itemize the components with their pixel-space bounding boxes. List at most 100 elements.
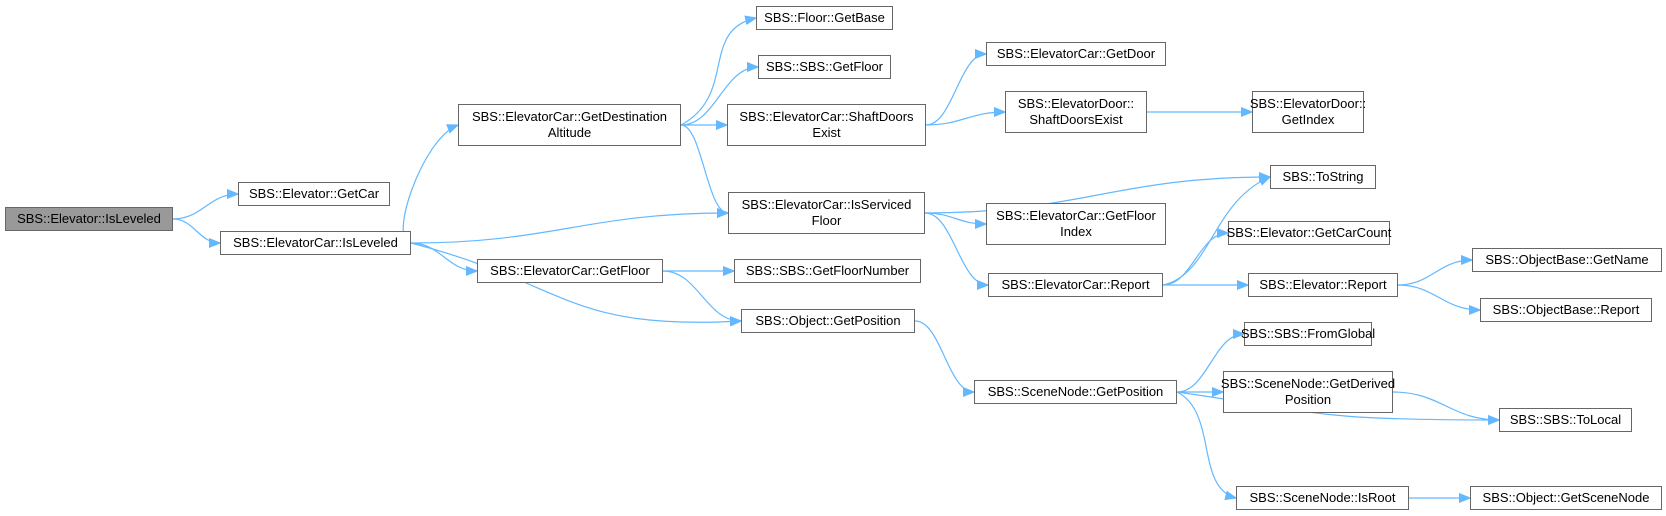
edge-n2-n5 bbox=[410, 213, 728, 244]
node-sbs-floor-getbase[interactable]: SBS::Floor::GetBase bbox=[756, 6, 893, 30]
node-sbs-elevatorcar-getdoor[interactable]: SBS::ElevatorCar::GetDoor bbox=[986, 42, 1166, 66]
node-label: SBS::SBS::GetFloor bbox=[766, 59, 883, 75]
node-label-line: ShaftDoorsExist bbox=[1029, 112, 1123, 127]
node-sbs-object-getposition[interactable]: SBS::Object::GetPosition bbox=[741, 309, 915, 333]
node-label: SBS::Elevator::GetCarCount bbox=[1227, 225, 1392, 241]
node-label-line: SBS::Elevator::GetCarCount bbox=[1226, 225, 1392, 240]
node-label: SBS::Floor::GetBase bbox=[764, 10, 885, 26]
node-label-line: SBS::SceneNode::IsRoot bbox=[1249, 490, 1396, 505]
node-label: SBS::SceneNode::GetPosition bbox=[988, 384, 1164, 400]
edge-n3-n5 bbox=[680, 124, 729, 213]
node-label-line: SBS::ElevatorDoor:: bbox=[1017, 96, 1135, 111]
node-sbs-elevator-getcarcount[interactable]: SBS::Elevator::GetCarCount bbox=[1227, 221, 1392, 245]
node-label: SBS::Elevator::Report bbox=[1259, 277, 1386, 293]
node-label: SBS::ObjectBase::Report bbox=[1493, 302, 1640, 318]
node-label: SBS::ElevatorDoor::ShaftDoorsExist bbox=[1018, 96, 1134, 128]
node-label: SBS::Elevator::GetCar bbox=[249, 186, 379, 202]
node-label-line: SBS::ToString bbox=[1282, 169, 1364, 184]
edge-n2-n4 bbox=[410, 242, 477, 271]
node-label-line: Floor bbox=[811, 213, 842, 228]
node-label: SBS::ElevatorCar::Report bbox=[1001, 277, 1149, 293]
edge-n15-n13 bbox=[1162, 177, 1270, 286]
node-label: SBS::SBS::ToLocal bbox=[1510, 412, 1621, 428]
edge-n15-n17 bbox=[1162, 233, 1229, 286]
node-label-line: SBS::ElevatorDoor:: bbox=[1249, 96, 1367, 111]
edge-n0-n2 bbox=[172, 218, 221, 243]
node-sbs-elevatorcar-getfloor[interactable]: SBS::ElevatorCar::GetFloor bbox=[477, 259, 663, 283]
node-label-line: SBS::ElevatorCar::IsLeveled bbox=[233, 235, 398, 250]
node-label: SBS::SBS::GetFloorNumber bbox=[746, 263, 909, 279]
edge-n6-n21 bbox=[914, 320, 975, 392]
node-label-line: SBS::ElevatorCar::GetDestination bbox=[471, 109, 668, 124]
edge-n5-n15 bbox=[924, 212, 989, 285]
node-label: SBS::Object::GetPosition bbox=[755, 313, 900, 329]
node-label: SBS::ElevatorCar::GetFloor bbox=[490, 263, 650, 279]
node-sbs-object-getscenenode[interactable]: SBS::Object::GetSceneNode bbox=[1470, 486, 1662, 510]
node-label-line: SBS::SBS::GetFloor bbox=[765, 59, 884, 74]
node-sbs-sbs-fromglobal[interactable]: SBS::SBS::FromGlobal bbox=[1241, 322, 1375, 346]
node-label: SBS::ElevatorDoor::GetIndex bbox=[1250, 96, 1366, 128]
node-label-line: SBS::ObjectBase::GetName bbox=[1485, 252, 1649, 267]
edge-n5-n13 bbox=[924, 177, 1270, 214]
node-label-line: SBS::Elevator::Report bbox=[1259, 277, 1387, 292]
edge-n3-n7 bbox=[680, 18, 756, 126]
node-label-line: Index bbox=[1060, 224, 1092, 239]
node-sbs-scenenode-isroot[interactable]: SBS::SceneNode::IsRoot bbox=[1236, 486, 1409, 510]
node-sbs-elevator-report[interactable]: SBS::Elevator::Report bbox=[1248, 273, 1398, 297]
node-sbs-elevatordoor-getindex[interactable]: SBS::ElevatorDoor::GetIndex bbox=[1250, 91, 1366, 133]
edge-n23-n24 bbox=[1392, 391, 1499, 420]
edge-n2-n3 bbox=[402, 125, 458, 244]
node-label: SBS::SceneNode::IsRoot bbox=[1250, 490, 1396, 506]
edge-n18-n19 bbox=[1397, 260, 1472, 286]
node-label-line: SBS::ElevatorCar::Report bbox=[1001, 277, 1150, 292]
node-sbs-sbs-tolocal[interactable]: SBS::SBS::ToLocal bbox=[1499, 408, 1632, 432]
edge-n9-n10 bbox=[925, 54, 987, 126]
node-label: SBS::ObjectBase::GetName bbox=[1485, 252, 1648, 268]
node-label: SBS::Object::GetSceneNode bbox=[1483, 490, 1650, 506]
node-label-line: SBS::SceneNode::GetPosition bbox=[987, 384, 1164, 399]
node-label: SBS::ElevatorCar::GetDoor bbox=[997, 46, 1155, 62]
node-label-line: SBS::SBS::FromGlobal bbox=[1240, 326, 1376, 341]
node-label: SBS::SBS::FromGlobal bbox=[1241, 326, 1375, 342]
node-sbs-sbs-getfloor[interactable]: SBS::SBS::GetFloor bbox=[758, 55, 891, 79]
node-label-line: SBS::ElevatorCar::IsServiced bbox=[741, 197, 912, 212]
node-sbs-objectbase-report[interactable]: SBS::ObjectBase::Report bbox=[1480, 298, 1652, 322]
edge-n9-n11 bbox=[925, 112, 1005, 126]
node-label-line: SBS::SBS::ToLocal bbox=[1509, 412, 1622, 427]
node-label-line: SBS::SBS::GetFloorNumber bbox=[745, 263, 910, 278]
node-sbs-elevatordoor-shaftdoorsexist[interactable]: SBS::ElevatorDoor::ShaftDoorsExist bbox=[1005, 91, 1147, 133]
node-label-line: SBS::ElevatorCar::GetFloor bbox=[490, 263, 650, 278]
node-label-line: SBS::ElevatorCar::GetFloor bbox=[996, 208, 1156, 223]
node-label-line: SBS::Object::GetPosition bbox=[755, 313, 901, 328]
node-label-line: SBS::ObjectBase::Report bbox=[1492, 302, 1640, 317]
node-label-line: SBS::Object::GetSceneNode bbox=[1482, 490, 1650, 505]
node-label-line: Exist bbox=[812, 125, 841, 140]
node-sbs-elevator-getcar[interactable]: SBS::Elevator::GetCar bbox=[238, 182, 390, 206]
node-sbs-sbs-getfloornumber[interactable]: SBS::SBS::GetFloorNumber bbox=[734, 259, 921, 283]
node-sbs-elevatorcar-report[interactable]: SBS::ElevatorCar::Report bbox=[988, 273, 1163, 297]
node-label: SBS::ElevatorCar::IsLeveled bbox=[233, 235, 398, 251]
node-sbs-objectbase-getname[interactable]: SBS::ObjectBase::GetName bbox=[1472, 248, 1662, 272]
node-label-line: SBS::ElevatorCar::ShaftDoors bbox=[739, 109, 914, 124]
node-label-line: GetIndex bbox=[1281, 112, 1335, 127]
node-label-line: SBS::Floor::GetBase bbox=[764, 10, 885, 25]
edge-n21-n25 bbox=[1176, 391, 1236, 498]
edge-n4-n6 bbox=[662, 270, 741, 321]
node-sbs-scenenode-getposition[interactable]: SBS::SceneNode::GetPosition bbox=[974, 380, 1177, 404]
node-sbs-tostring[interactable]: SBS::ToString bbox=[1270, 165, 1376, 189]
node-label-line: Altitude bbox=[547, 125, 592, 140]
node-label: SBS::Elevator::IsLeveled bbox=[17, 211, 161, 227]
node-sbs-elevatorcar-isleveled[interactable]: SBS::ElevatorCar::IsLeveled bbox=[220, 231, 411, 255]
edge-n0-n1 bbox=[172, 194, 238, 220]
